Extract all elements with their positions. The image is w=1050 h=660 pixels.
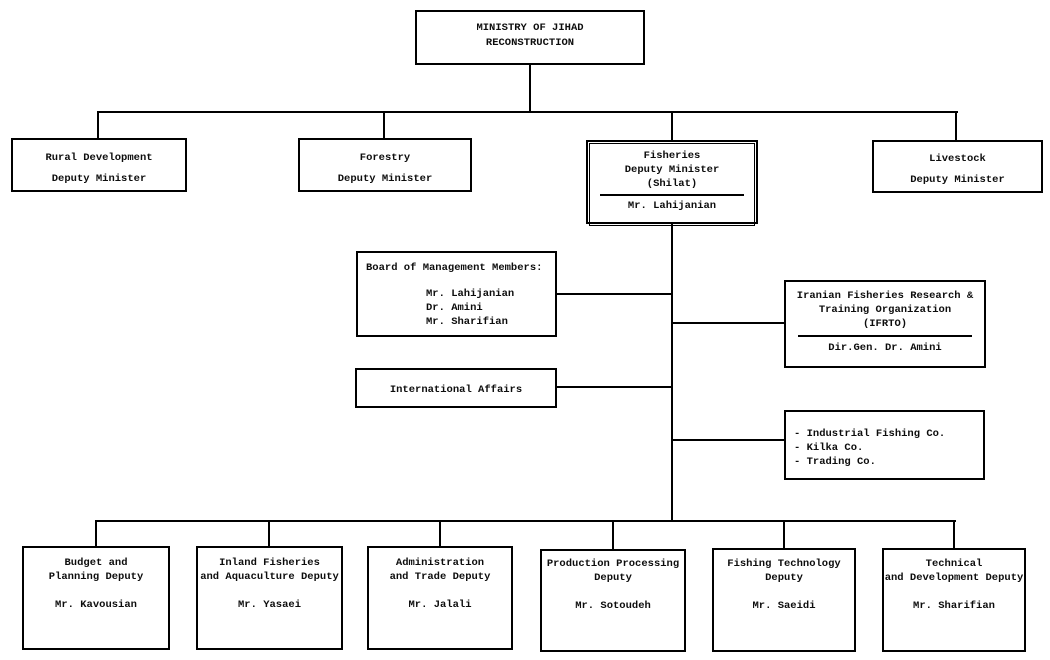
person-name: Mr. Sharifian — [913, 600, 995, 612]
divider — [600, 194, 744, 196]
node-subsidiary-companies: - Industrial Fishing Co. - Kilka Co. - T… — [784, 410, 985, 480]
node-label-line: International Affairs — [389, 384, 523, 396]
node-label-line: (Shilat) — [646, 178, 698, 190]
person-name: Mr. Lahijanian — [627, 200, 717, 212]
connector-row2-horizontal — [97, 111, 958, 113]
node-ifrto: Iranian Fisheries Research & Training Or… — [784, 280, 986, 368]
node-label-line: Production Processing — [546, 558, 680, 570]
node-international-affairs: International Affairs — [355, 368, 557, 408]
node-label-line: Iranian Fisheries Research & — [796, 290, 974, 302]
connector-companies — [671, 439, 786, 441]
node-label-line: Deputy Minister — [337, 173, 433, 185]
company-item: - Trading Co. — [794, 456, 876, 468]
node-ministry: MINISTRY OF JIHAD RECONSTRUCTION — [415, 10, 645, 65]
node-heading: Board of Management Members: — [366, 262, 543, 274]
node-label-line: and Development Deputy — [884, 572, 1024, 584]
node-label-line: Livestock — [929, 153, 986, 165]
connector-stub-forestry — [383, 111, 385, 139]
node-label-line: and Trade Deputy — [389, 571, 491, 583]
company-item: - Industrial Fishing Co. — [794, 428, 946, 440]
connector-ministry-down — [529, 65, 531, 113]
node-label-line: Deputy — [594, 572, 632, 584]
node-administration-trade-deputy: Administration and Trade Deputy Mr. Jala… — [367, 546, 513, 650]
node-label-line: Administration — [395, 557, 485, 569]
person-name: Mr. Lahijanian — [426, 288, 515, 300]
node-inland-fisheries-deputy: Inland Fisheries and Aquaculture Deputy … — [196, 546, 343, 650]
person-name: Mr. Jalali — [408, 599, 472, 611]
person-name: Mr. Sotoudeh — [575, 600, 651, 612]
node-fisheries-inner: Fisheries Deputy Minister (Shilat) Mr. L… — [589, 143, 755, 226]
node-label-line: Fishing Technology — [727, 558, 841, 570]
node-technical-development-deputy: Technical and Development Deputy Mr. Sha… — [882, 548, 1026, 652]
connector-stub-fisheries — [671, 111, 673, 141]
node-fishing-technology-deputy: Fishing Technology Deputy Mr. Saeidi — [712, 548, 856, 652]
node-label-line: Deputy Minister — [910, 174, 1005, 186]
person-name: Dir.Gen. Dr. Amini — [828, 342, 942, 354]
person-name: Mr. Saeidi — [752, 600, 816, 612]
node-livestock: Livestock Deputy Minister — [872, 140, 1043, 193]
node-label-line: MINISTRY OF JIHAD — [476, 22, 584, 34]
person-name: Dr. Amini — [426, 302, 483, 314]
node-label-line: Planning Deputy — [48, 571, 144, 583]
connector-stub-technical — [953, 520, 955, 549]
node-label-line: Training Organization — [818, 304, 952, 316]
connector-stub-production — [612, 520, 614, 549]
node-label-line: Deputy Minister — [51, 173, 147, 185]
node-label-line: Deputy — [765, 572, 803, 584]
connector-row3-horizontal — [95, 520, 956, 522]
node-label-line: and Aquaculture Deputy — [200, 571, 339, 583]
connector-stub-rural — [97, 111, 99, 139]
node-label-line: Fisheries — [643, 150, 701, 162]
person-name: Mr. Sharifian — [426, 316, 508, 328]
node-budget-planning-deputy: Budget and Planning Deputy Mr. Kavousian — [22, 546, 170, 650]
connector-fisheries-spine — [671, 222, 673, 522]
connector-international — [556, 386, 673, 388]
node-label-line: Forestry — [359, 152, 411, 164]
node-label-line: Deputy Minister — [624, 164, 720, 176]
node-label-line: Technical — [925, 558, 983, 570]
divider — [798, 335, 972, 337]
node-forestry: Forestry Deputy Minister — [298, 138, 472, 192]
connector-stub-livestock — [955, 111, 957, 141]
connector-stub-budget — [95, 520, 97, 548]
connector-stub-inland — [268, 520, 270, 548]
node-rural-development: Rural Development Deputy Minister — [11, 138, 187, 192]
node-production-processing-deputy: Production Processing Deputy Mr. Sotoude… — [540, 549, 686, 652]
node-label-line: Budget and — [64, 557, 128, 569]
connector-stub-fishing-tech — [783, 520, 785, 549]
connector-stub-admin — [439, 520, 441, 548]
node-fisheries: Fisheries Deputy Minister (Shilat) Mr. L… — [586, 140, 758, 226]
company-item: - Kilka Co. — [794, 442, 864, 454]
connector-board — [556, 293, 673, 295]
node-label-line: Rural Development — [45, 152, 153, 164]
node-board-of-management: Board of Management Members: Mr. Lahijan… — [356, 251, 557, 337]
node-label-line: (IFRTO) — [862, 318, 908, 330]
person-name: Mr. Yasaei — [237, 599, 301, 611]
person-name: Mr. Kavousian — [55, 599, 137, 611]
node-label-line: RECONSTRUCTION — [485, 37, 575, 49]
connector-ifrto — [671, 322, 786, 324]
node-label-line: Inland Fisheries — [219, 557, 320, 569]
